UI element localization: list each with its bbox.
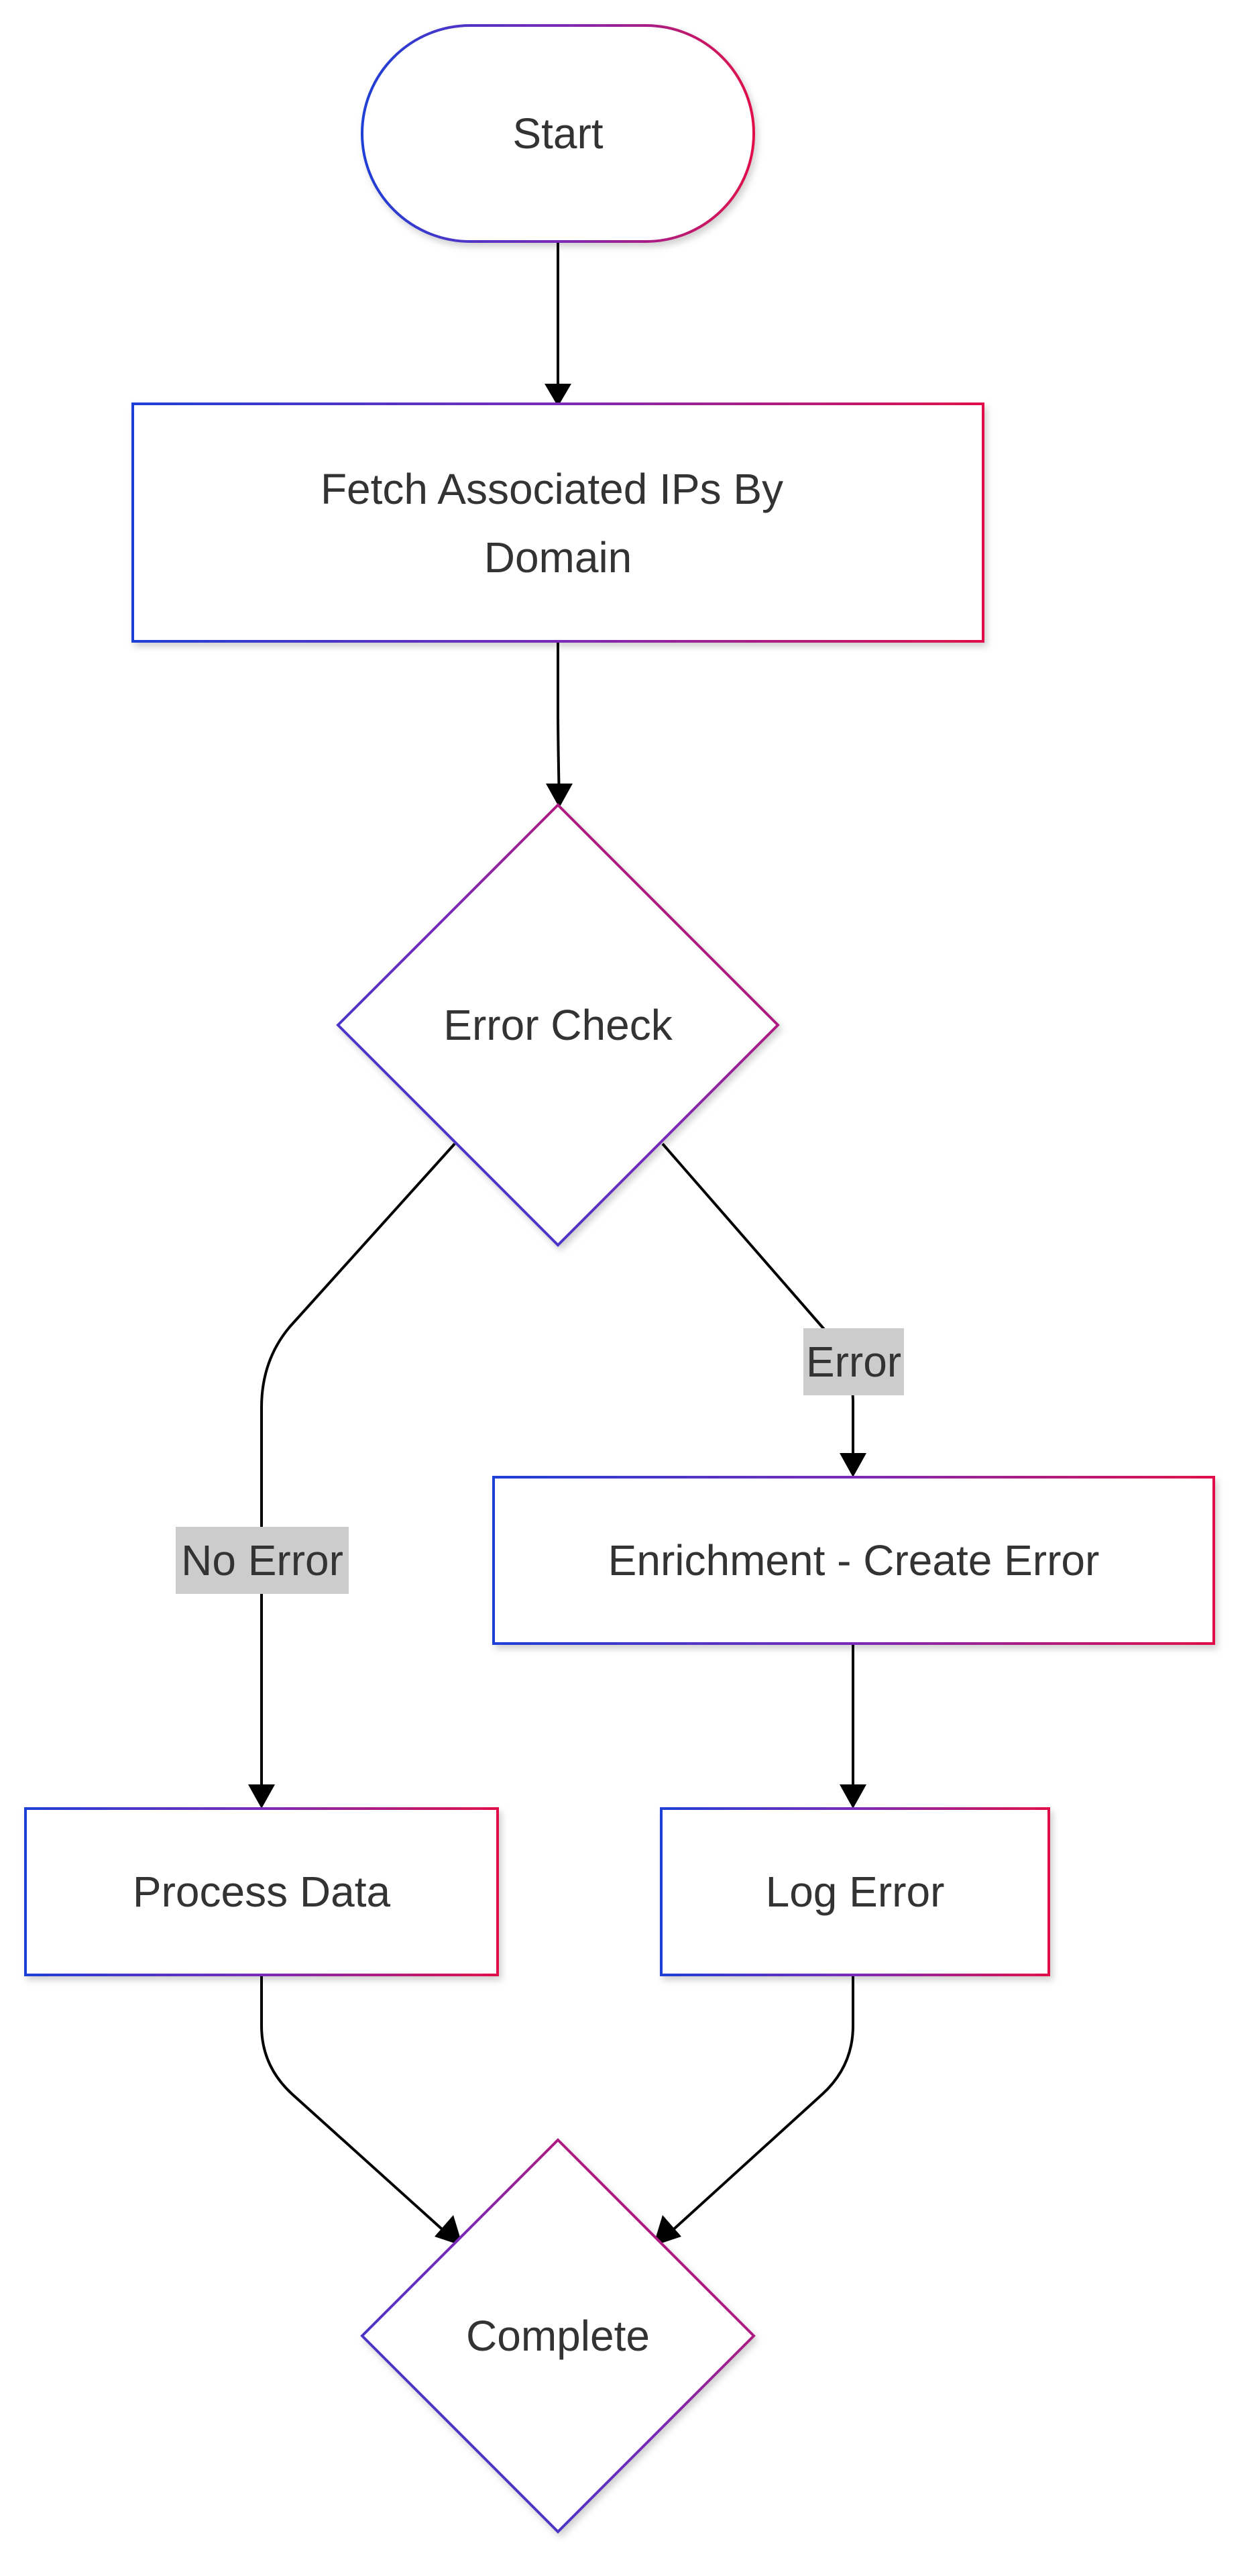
node-process-label: Process Data xyxy=(133,1868,391,1916)
edge-process-to-complete xyxy=(260,1975,456,2242)
node-process-data[interactable]: Process Data xyxy=(24,1807,499,1976)
node-log-error-label: Log Error xyxy=(766,1868,945,1916)
edge-label-error: Error xyxy=(803,1328,904,1395)
node-fetch[interactable]: Fetch Associated IPs By Domain xyxy=(131,402,984,643)
edge-error-check-to-process xyxy=(260,1142,456,1806)
node-start-label: Start xyxy=(512,109,603,158)
node-log-error-shape xyxy=(660,1807,1050,1976)
arrowhead-fetch xyxy=(545,384,571,407)
arrowhead-complete-right xyxy=(653,2215,681,2246)
edge-label-no-error-bg xyxy=(176,1527,349,1594)
edges xyxy=(248,241,866,2246)
edge-label-no-error-text: No Error xyxy=(181,1536,343,1585)
node-complete-label: Complete xyxy=(466,2312,650,2360)
arrowhead-process xyxy=(248,1784,275,1809)
node-fetch-label-line-2: Domain xyxy=(484,533,632,582)
node-enrichment-create-error[interactable]: Enrichment - Create Error xyxy=(492,1476,1215,1645)
node-complete-shape xyxy=(360,2138,756,2534)
node-fetch-shape xyxy=(131,402,984,643)
edge-label-no-error: No Error xyxy=(176,1527,349,1594)
node-enrichment-label: Enrichment - Create Error xyxy=(608,1536,1100,1585)
edge-fetch-to-error-check xyxy=(557,641,561,804)
node-process-shape xyxy=(24,1807,499,1976)
node-log-error[interactable]: Log Error xyxy=(660,1807,1050,1976)
node-start[interactable]: Start xyxy=(361,24,755,243)
arrowhead-complete-left xyxy=(435,2215,463,2246)
edge-error-check-to-enrichment xyxy=(661,1142,854,1474)
node-start-shape xyxy=(361,24,755,243)
node-error-check-label: Error Check xyxy=(443,1001,673,1049)
node-enrichment-shape xyxy=(492,1476,1215,1645)
node-error-check-shape xyxy=(336,803,780,1247)
node-error-check[interactable]: Error Check xyxy=(336,803,780,1247)
edge-label-error-text: Error xyxy=(806,1338,901,1386)
node-complete[interactable]: Complete xyxy=(360,2138,756,2534)
arrowhead-enrichment xyxy=(840,1453,866,1477)
arrowhead-log-error xyxy=(840,1784,866,1809)
node-fetch-label-line-1: Fetch Associated IPs By xyxy=(321,465,783,513)
arrowhead-error-check xyxy=(546,784,573,808)
edge-label-error-bg xyxy=(803,1328,904,1395)
edge-log-error-to-complete xyxy=(660,1975,854,2242)
